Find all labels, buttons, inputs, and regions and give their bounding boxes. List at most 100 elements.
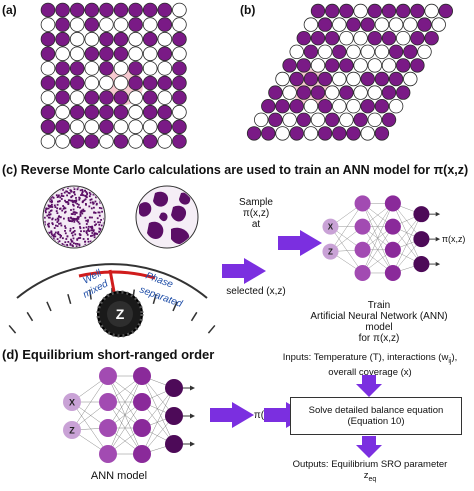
lattice-site [282, 112, 297, 128]
ann-input-label: Z [69, 426, 75, 436]
ann-node [99, 367, 117, 385]
triangular-lattice [246, 3, 454, 141]
lattice-site [317, 17, 333, 32]
lattice-site [40, 134, 56, 149]
lattice-site [381, 85, 397, 100]
lattice-site [172, 119, 187, 135]
z-knob[interactable]: Z [96, 290, 144, 338]
sample-line-4: selected (x,z) [226, 286, 286, 297]
lattice-site [360, 17, 375, 32]
lattice-site [346, 98, 361, 114]
ann-input-label: Z [328, 248, 333, 257]
lattice-site [40, 75, 56, 91]
lattice-site [40, 31, 56, 47]
ann-node [354, 264, 371, 282]
ann-node [413, 231, 430, 248]
lattice-site [55, 90, 70, 105]
lattice-site [157, 2, 173, 18]
lattice-site [395, 3, 411, 19]
lattice-site [346, 44, 361, 60]
mixing-gauge: Well mixed Phase separated Z [8, 263, 216, 338]
lattice-site [303, 44, 319, 60]
solver-line-2: (Equation 10) [347, 416, 405, 427]
lattice-site [303, 98, 319, 114]
lattice-site [69, 75, 85, 91]
lattice-site [367, 112, 383, 128]
lattice-site [317, 98, 333, 114]
sample-text: Sample π(x,z) at [228, 197, 284, 230]
lattice-site [296, 31, 312, 46]
lattice-site [142, 134, 158, 149]
lattice-site [289, 98, 304, 114]
gauge-label-separated: separated [138, 284, 184, 310]
panel-b-label: (b) [240, 3, 256, 17]
lattice-site [296, 112, 312, 128]
lattice-site [113, 134, 129, 149]
lattice-site [403, 17, 418, 32]
solver-box: Solve detailed balance equation (Equatio… [290, 397, 462, 435]
lattice-site [296, 58, 312, 73]
lattice-site [69, 46, 85, 62]
arrow-to-ann [278, 230, 322, 256]
lattice-site [99, 75, 114, 91]
lattice-site [172, 2, 187, 18]
lattice-site [289, 126, 304, 141]
lattice-site [296, 85, 312, 100]
ann-node [165, 435, 183, 453]
lattice-site [84, 17, 100, 32]
lattice-site [99, 119, 114, 135]
lattice-site [275, 98, 290, 114]
lattice-site [40, 104, 56, 120]
lattice-site [303, 71, 319, 87]
lattice-site [172, 134, 187, 149]
ann-node [384, 195, 401, 212]
lattice-site [142, 2, 158, 18]
lattice-site [128, 90, 143, 105]
lattice-site [438, 3, 454, 19]
lattice-site [84, 2, 100, 18]
lattice-site [367, 3, 383, 19]
lattice-site [40, 61, 56, 76]
lattice-site [40, 17, 56, 32]
lattice-site [339, 85, 354, 100]
lattice-site [303, 17, 319, 32]
lattice-site [113, 17, 129, 32]
lattice-site [403, 71, 418, 87]
lattice-site [84, 75, 100, 91]
lattice-site [142, 75, 158, 91]
ann-node [322, 218, 339, 235]
lattice-site [128, 46, 143, 62]
gauge-highlight [78, 270, 156, 280]
lattice-site [84, 46, 100, 62]
train-line-1: Train [367, 300, 391, 311]
lattice-site [55, 2, 70, 18]
outputs-subscript: eq [368, 475, 377, 483]
lattice-site [128, 31, 143, 47]
lattice-site [367, 85, 383, 100]
lattice-site [113, 90, 129, 105]
lattice-site [99, 2, 114, 18]
lattice-site [113, 119, 129, 135]
lattice-site [40, 46, 56, 62]
lattice-site [172, 90, 187, 105]
ann-model-label: ANN model [90, 470, 148, 482]
lattice-site [157, 90, 173, 105]
arrow-to-pi [210, 402, 254, 428]
lattice-site [381, 112, 397, 128]
lattice-site [55, 61, 70, 76]
lattice-site [303, 126, 319, 141]
lattice-site [268, 85, 283, 100]
inputs-line-1-end: ), [451, 352, 458, 363]
lattice-site [395, 31, 411, 46]
lattice-site [142, 61, 158, 76]
gauge-arc [16, 263, 208, 299]
lattice-site [40, 2, 56, 18]
inputs-line-2: overall coverage (x) [328, 366, 412, 378]
lattice-site [332, 98, 347, 114]
ann-node [413, 206, 430, 223]
lattice-site [353, 31, 368, 46]
lattice-site [395, 85, 411, 100]
lattice-site [289, 71, 304, 87]
panel-c-title-symbol: π(x,z) [433, 163, 469, 177]
panel-c-title: (c) Reverse Monte Carlo calculations are… [2, 163, 468, 177]
